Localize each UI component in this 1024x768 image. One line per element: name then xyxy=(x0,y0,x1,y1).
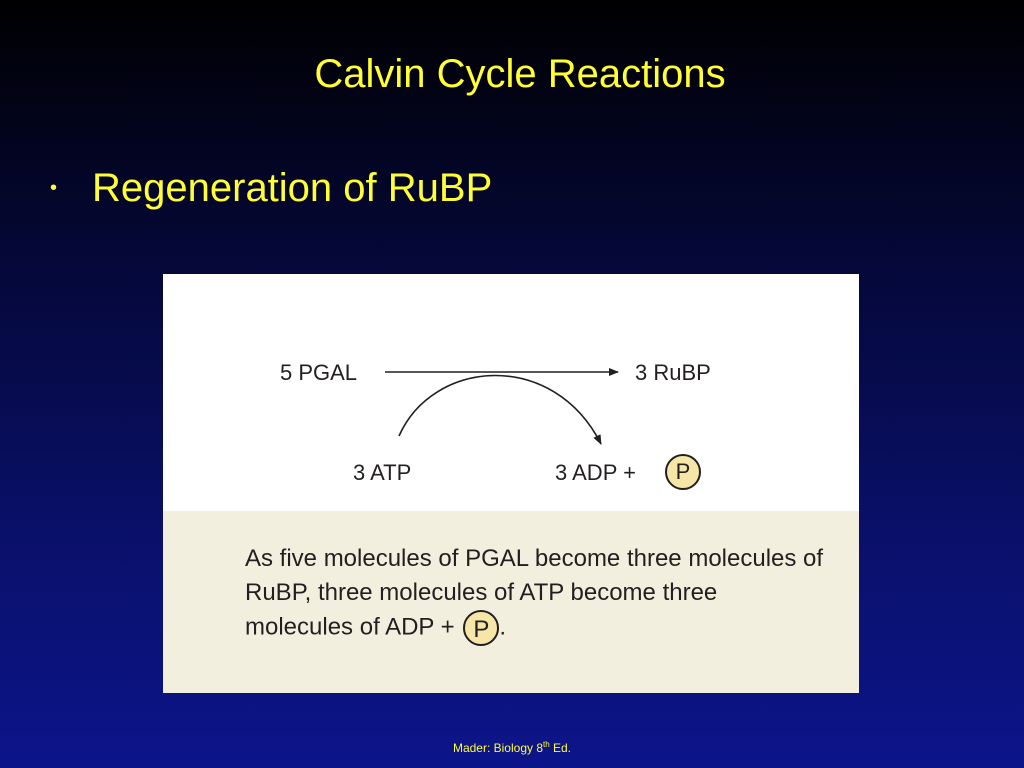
bullet-marker: • xyxy=(50,176,58,199)
caption-text: As five molecules of PGAL become three m… xyxy=(245,542,825,646)
footer-edition: Ed. xyxy=(549,741,572,755)
phosphate-circle: P xyxy=(665,454,701,490)
bullet-item: • Regeneration of RuBP xyxy=(50,162,492,214)
reaction-figure: 5 PGAL 3 RuBP 3 ATP 3 ADP + P As five mo… xyxy=(163,274,859,693)
footer-superscript: th xyxy=(543,740,550,749)
caption-phosphate-circle: P xyxy=(463,610,500,646)
energy-input-atp: 3 ATP xyxy=(353,460,412,485)
caption-body: As five molecules of PGAL become three m… xyxy=(245,545,824,641)
reactant-pgal: 5 PGAL xyxy=(280,360,358,385)
footer-text: Mader: Biology 8 xyxy=(452,741,543,755)
caption-panel: As five molecules of PGAL become three m… xyxy=(163,511,859,693)
atp-to-adp-curved-arrow xyxy=(398,374,602,445)
footer-citation: Mader: Biology 8th Ed. xyxy=(0,740,1024,755)
energy-output-adp: 3 ADP + xyxy=(555,460,636,485)
bullet-text: Regeneration of RuBP xyxy=(92,166,493,210)
caption-period: . xyxy=(499,613,507,641)
reaction-arrows xyxy=(385,368,619,445)
product-rubp: 3 RuBP xyxy=(635,360,711,385)
slide-title: Calvin Cycle Reactions xyxy=(314,52,726,96)
